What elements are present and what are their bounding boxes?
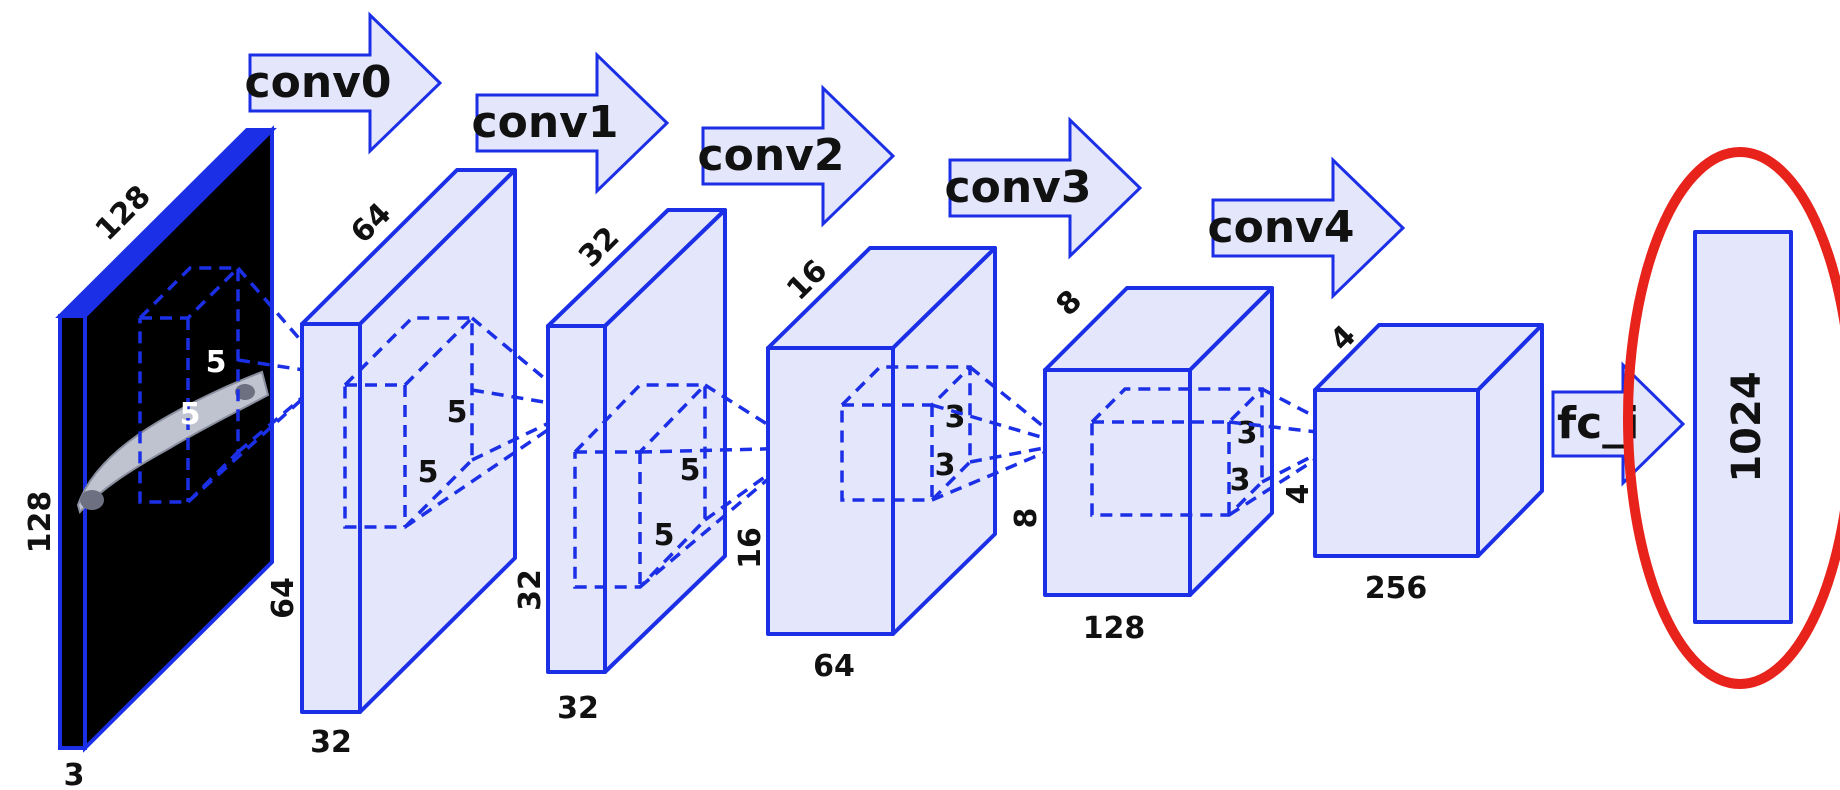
op-arrow-conv4: conv4 <box>1208 156 1406 300</box>
input-dim-depth: 3 <box>64 758 85 790</box>
layer5-dim-height: 4 <box>1281 484 1316 505</box>
layer2-kernel-w: 5 <box>654 518 675 553</box>
op-arrow-conv2: conv2 <box>698 84 896 228</box>
op-label-conv1: conv1 <box>472 97 619 148</box>
op-arrow-conv3: conv3 <box>945 116 1143 260</box>
output-fc-vector: 1024 <box>1693 230 1793 624</box>
layer3-kernel-h: 3 <box>945 400 966 435</box>
op-arrow-fc: fc_i <box>1551 361 1686 487</box>
layer3-dim-depth: 64 <box>813 649 855 684</box>
op-label-conv4: conv4 <box>1208 202 1355 253</box>
layer4-dim-height: 8 <box>1009 508 1044 529</box>
feature-map-layer1: 5 5 64 64 32 <box>266 168 517 760</box>
op-label-conv2: conv2 <box>698 130 845 181</box>
feature-map-layer2: 5 5 32 32 32 <box>513 208 727 726</box>
car-image <box>76 370 270 515</box>
feature-map-layer3: 3 3 16 16 64 <box>733 246 997 684</box>
layer1-dim-depth: 32 <box>310 725 352 760</box>
layer3-kernel-w: 3 <box>935 448 956 483</box>
op-label-conv0: conv0 <box>245 57 392 108</box>
layer4-dim-width: 8 <box>1050 284 1090 324</box>
feature-map-layer4: 3 3 8 8 128 <box>1009 284 1274 646</box>
input-dim-height: 128 <box>23 491 58 554</box>
layer2-dim-height: 32 <box>513 569 548 611</box>
highlight-ellipse <box>1623 147 1840 689</box>
feature-map-layer5: 4 4 256 <box>1281 319 1544 606</box>
layer2-dim-depth: 32 <box>557 691 599 726</box>
layer1-kernel-w: 5 <box>418 455 439 490</box>
op-arrow-conv1: conv1 <box>472 51 670 195</box>
layer3-dim-height: 16 <box>733 527 768 569</box>
layer4-kernel-w: 3 <box>1230 463 1251 498</box>
layer4-kernel-h: 3 <box>1237 416 1258 451</box>
input-kernel-w: 5 <box>180 397 201 432</box>
layer1-dim-height: 64 <box>266 577 301 619</box>
output-label: 1024 <box>1724 371 1770 482</box>
input-kernel-h: 5 <box>206 345 227 380</box>
layer4-dim-depth: 128 <box>1083 611 1146 646</box>
input-volume: 5 5 128 128 3 <box>23 125 277 790</box>
layer1-kernel-h: 5 <box>447 395 468 430</box>
layer2-kernel-h: 5 <box>680 453 701 488</box>
op-arrow-conv0: conv0 <box>245 11 443 155</box>
layer5-dim-depth: 256 <box>1365 571 1428 606</box>
op-label-conv3: conv3 <box>945 162 1092 213</box>
